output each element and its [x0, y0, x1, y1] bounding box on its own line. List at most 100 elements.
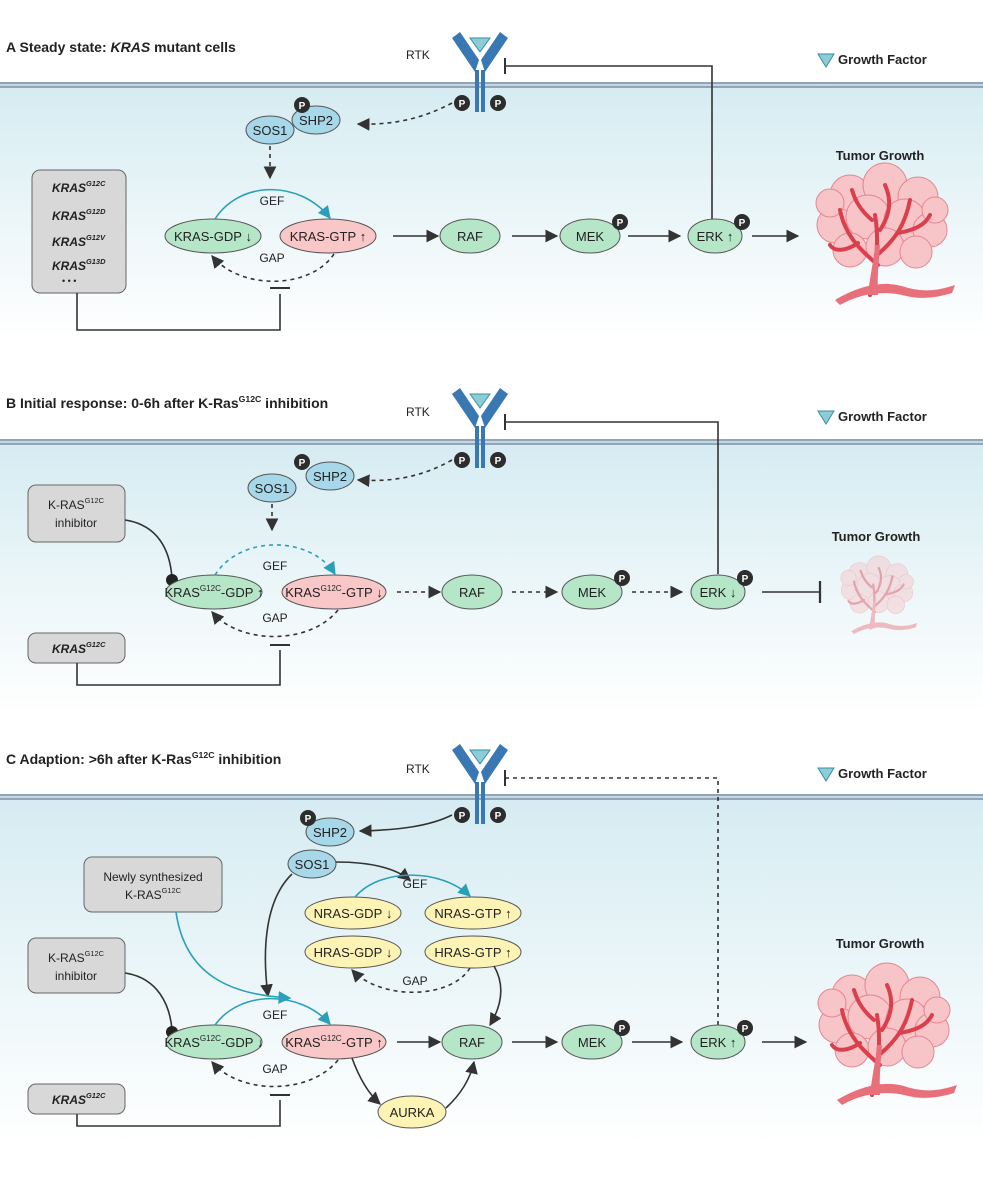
panel-c-nras-gdp-label: NRAS-GDP ↓ — [314, 906, 393, 921]
panel-c-kras-gdp-shape — [165, 1024, 263, 1060]
panel-c-hras-gtp-label: HRAS-GTP ↑ — [434, 945, 511, 960]
receptor-arm-left — [452, 388, 479, 428]
panel-a-mutant-1: KRASG12D — [52, 207, 106, 223]
phospho-label: P — [495, 811, 502, 822]
panel-b-inhibitor-label-2: inhibitor — [55, 516, 97, 530]
panel-a-mutant-0: KRASG12C — [52, 179, 106, 195]
panel-a-tumor-label: Tumor Growth — [836, 148, 925, 163]
panel-c-newly-box — [83, 856, 223, 913]
phospho-label: P — [739, 218, 746, 229]
phospho-label: P — [617, 218, 624, 229]
panel-c-cell-cytoplasm — [0, 800, 983, 1145]
panel-c-mek-shape — [561, 1024, 623, 1060]
panel-a-shp2-shape — [291, 105, 341, 135]
panel-c-nras-gef-label: GEF — [403, 877, 428, 891]
panel-b-sos1-label: SOS1 — [255, 481, 290, 496]
panel-a-mek-label: MEK — [576, 229, 605, 244]
phospho-label: P — [495, 456, 502, 467]
panel-b-rtk-to-shp2 — [356, 459, 453, 488]
panel-a-raf: RAF — [439, 218, 501, 254]
phospho-circle — [490, 452, 506, 468]
panel-b-raf: RAF — [441, 574, 503, 610]
panel-a-receptor — [452, 32, 508, 112]
phospho-badge: P — [737, 570, 753, 586]
panel-c-kras-gtp-shape — [281, 1024, 387, 1060]
panel-c-shp2-shape — [305, 817, 355, 847]
receptor-arm-left — [452, 32, 479, 72]
panel-c-kras-connector — [76, 1100, 281, 1127]
phospho-circle — [294, 97, 310, 113]
panel-b-kras-box-label: KRASG12C — [52, 640, 106, 656]
panel-title-b: B Initial response: 0-6h after K-RasG12C… — [6, 394, 328, 411]
growth-factor-icon — [469, 37, 491, 53]
phospho-label: P — [299, 458, 306, 469]
panel-a-gef-label: GEF — [260, 194, 285, 208]
panel-b-sos1: SOS1 — [247, 473, 297, 503]
panel-b-raf-label: RAF — [459, 585, 485, 600]
panel-a-shp2-label: SHP2 — [299, 113, 333, 128]
panel-b-erk-label: ERK ↓ — [700, 585, 737, 600]
receptor-stem-right — [481, 426, 485, 468]
panel-b-gap-label: GAP — [262, 611, 287, 625]
phospho-label: P — [459, 811, 466, 822]
panel-b-inhibitor-label-1: K-RASG12C — [48, 496, 105, 512]
panel-a-sos1-label: SOS1 — [253, 123, 288, 138]
panel-c-raf-label: RAF — [459, 1035, 485, 1050]
growth-factor-legend: Growth Factor — [817, 409, 927, 425]
panel-c-inhibitor-label-2: inhibitor — [55, 969, 97, 983]
panel-c-gef-label: GEF — [263, 1008, 288, 1022]
phospho-label: P — [619, 1024, 626, 1035]
panel-a-ellipsis: • • • — [62, 276, 76, 286]
panel-c-nras-gdp: NRAS-GDP ↓ — [304, 896, 402, 930]
panel-c-kras-gtp: KRASG12C-GTP ↑ — [281, 1024, 387, 1060]
panel-a-mek: MEK — [559, 218, 621, 254]
panel-a-kras-gdp-shape — [164, 218, 262, 254]
receptor-stem-left — [475, 782, 479, 824]
panel-b-receptor — [452, 388, 508, 468]
panel-b-erk-feedback — [505, 421, 719, 574]
panel-a-gap-arrow — [211, 253, 335, 282]
panel-b-kras-gtp-label: KRASG12C-GTP ↓ — [285, 584, 383, 600]
panel-a-erk-feedback — [505, 65, 713, 220]
panel-c-inhibitor-label-1: K-RASG12C — [48, 949, 105, 965]
panel-b-kras-gdp: KRASG12C-GDP ↑ — [164, 574, 264, 610]
panel-a-sos1-shape — [245, 115, 295, 145]
phospho-label: P — [459, 99, 466, 110]
panel-c-kras-gdp-label: KRASG12C-GDP ↓ — [164, 1034, 263, 1050]
phospho-badge: P — [300, 810, 316, 826]
growth-factor-legend-label: Growth Factor — [838, 409, 927, 424]
panel-c-receptor — [452, 744, 508, 824]
panel-c-hras-gdp: HRAS-GDP ↓ — [304, 935, 402, 969]
panel-c-erk-label: ERK ↑ — [700, 1035, 737, 1050]
panel-a-erk-label: ERK ↑ — [697, 229, 734, 244]
phospho-label: P — [742, 574, 749, 585]
panel-b-sos1-shape — [247, 473, 297, 503]
panel-c-raf-shape — [441, 1024, 503, 1060]
receptor-arm-right — [481, 388, 508, 428]
panel-c-aurka-to-raf — [445, 1060, 478, 1109]
panel-c-nras-gtp-shape — [424, 896, 522, 930]
panel-c-raf: RAF — [441, 1024, 503, 1060]
panel-c-aurka-shape — [377, 1095, 447, 1129]
growth-factor-legend-label: Growth Factor — [838, 766, 927, 781]
phospho-badge: P — [294, 97, 310, 113]
phospho-badge: P — [454, 452, 470, 468]
panel-b-mek-shape — [561, 574, 623, 610]
panel-a-mutant-connector — [76, 293, 281, 331]
phospho-label: P — [742, 1024, 749, 1035]
panel-c-kras-box-label: KRASG12C — [52, 1091, 106, 1107]
panel-a-shp2: SHP2 — [291, 105, 341, 135]
panel-c-newly-to-kras — [175, 911, 292, 1004]
panel-c-gef-arrow — [214, 997, 331, 1026]
phospho-badge: P — [734, 214, 750, 230]
panel-title-c: C Adaption: >6h after K-RasG12C inhibiti… — [6, 750, 281, 767]
panel-c-sos1-to-nras — [335, 861, 411, 881]
panel-b-inhibitor-line — [124, 519, 173, 579]
panel-a-mutant-box — [31, 169, 127, 294]
receptor-stem-right — [481, 782, 485, 824]
growth-factor-legend-icon — [817, 53, 835, 68]
phospho-circle — [300, 810, 316, 826]
phospho-circle — [614, 570, 630, 586]
panel-a-raf-label: RAF — [457, 229, 483, 244]
panel-b-kras-gdp-label: KRASG12C-GDP ↑ — [164, 584, 263, 600]
